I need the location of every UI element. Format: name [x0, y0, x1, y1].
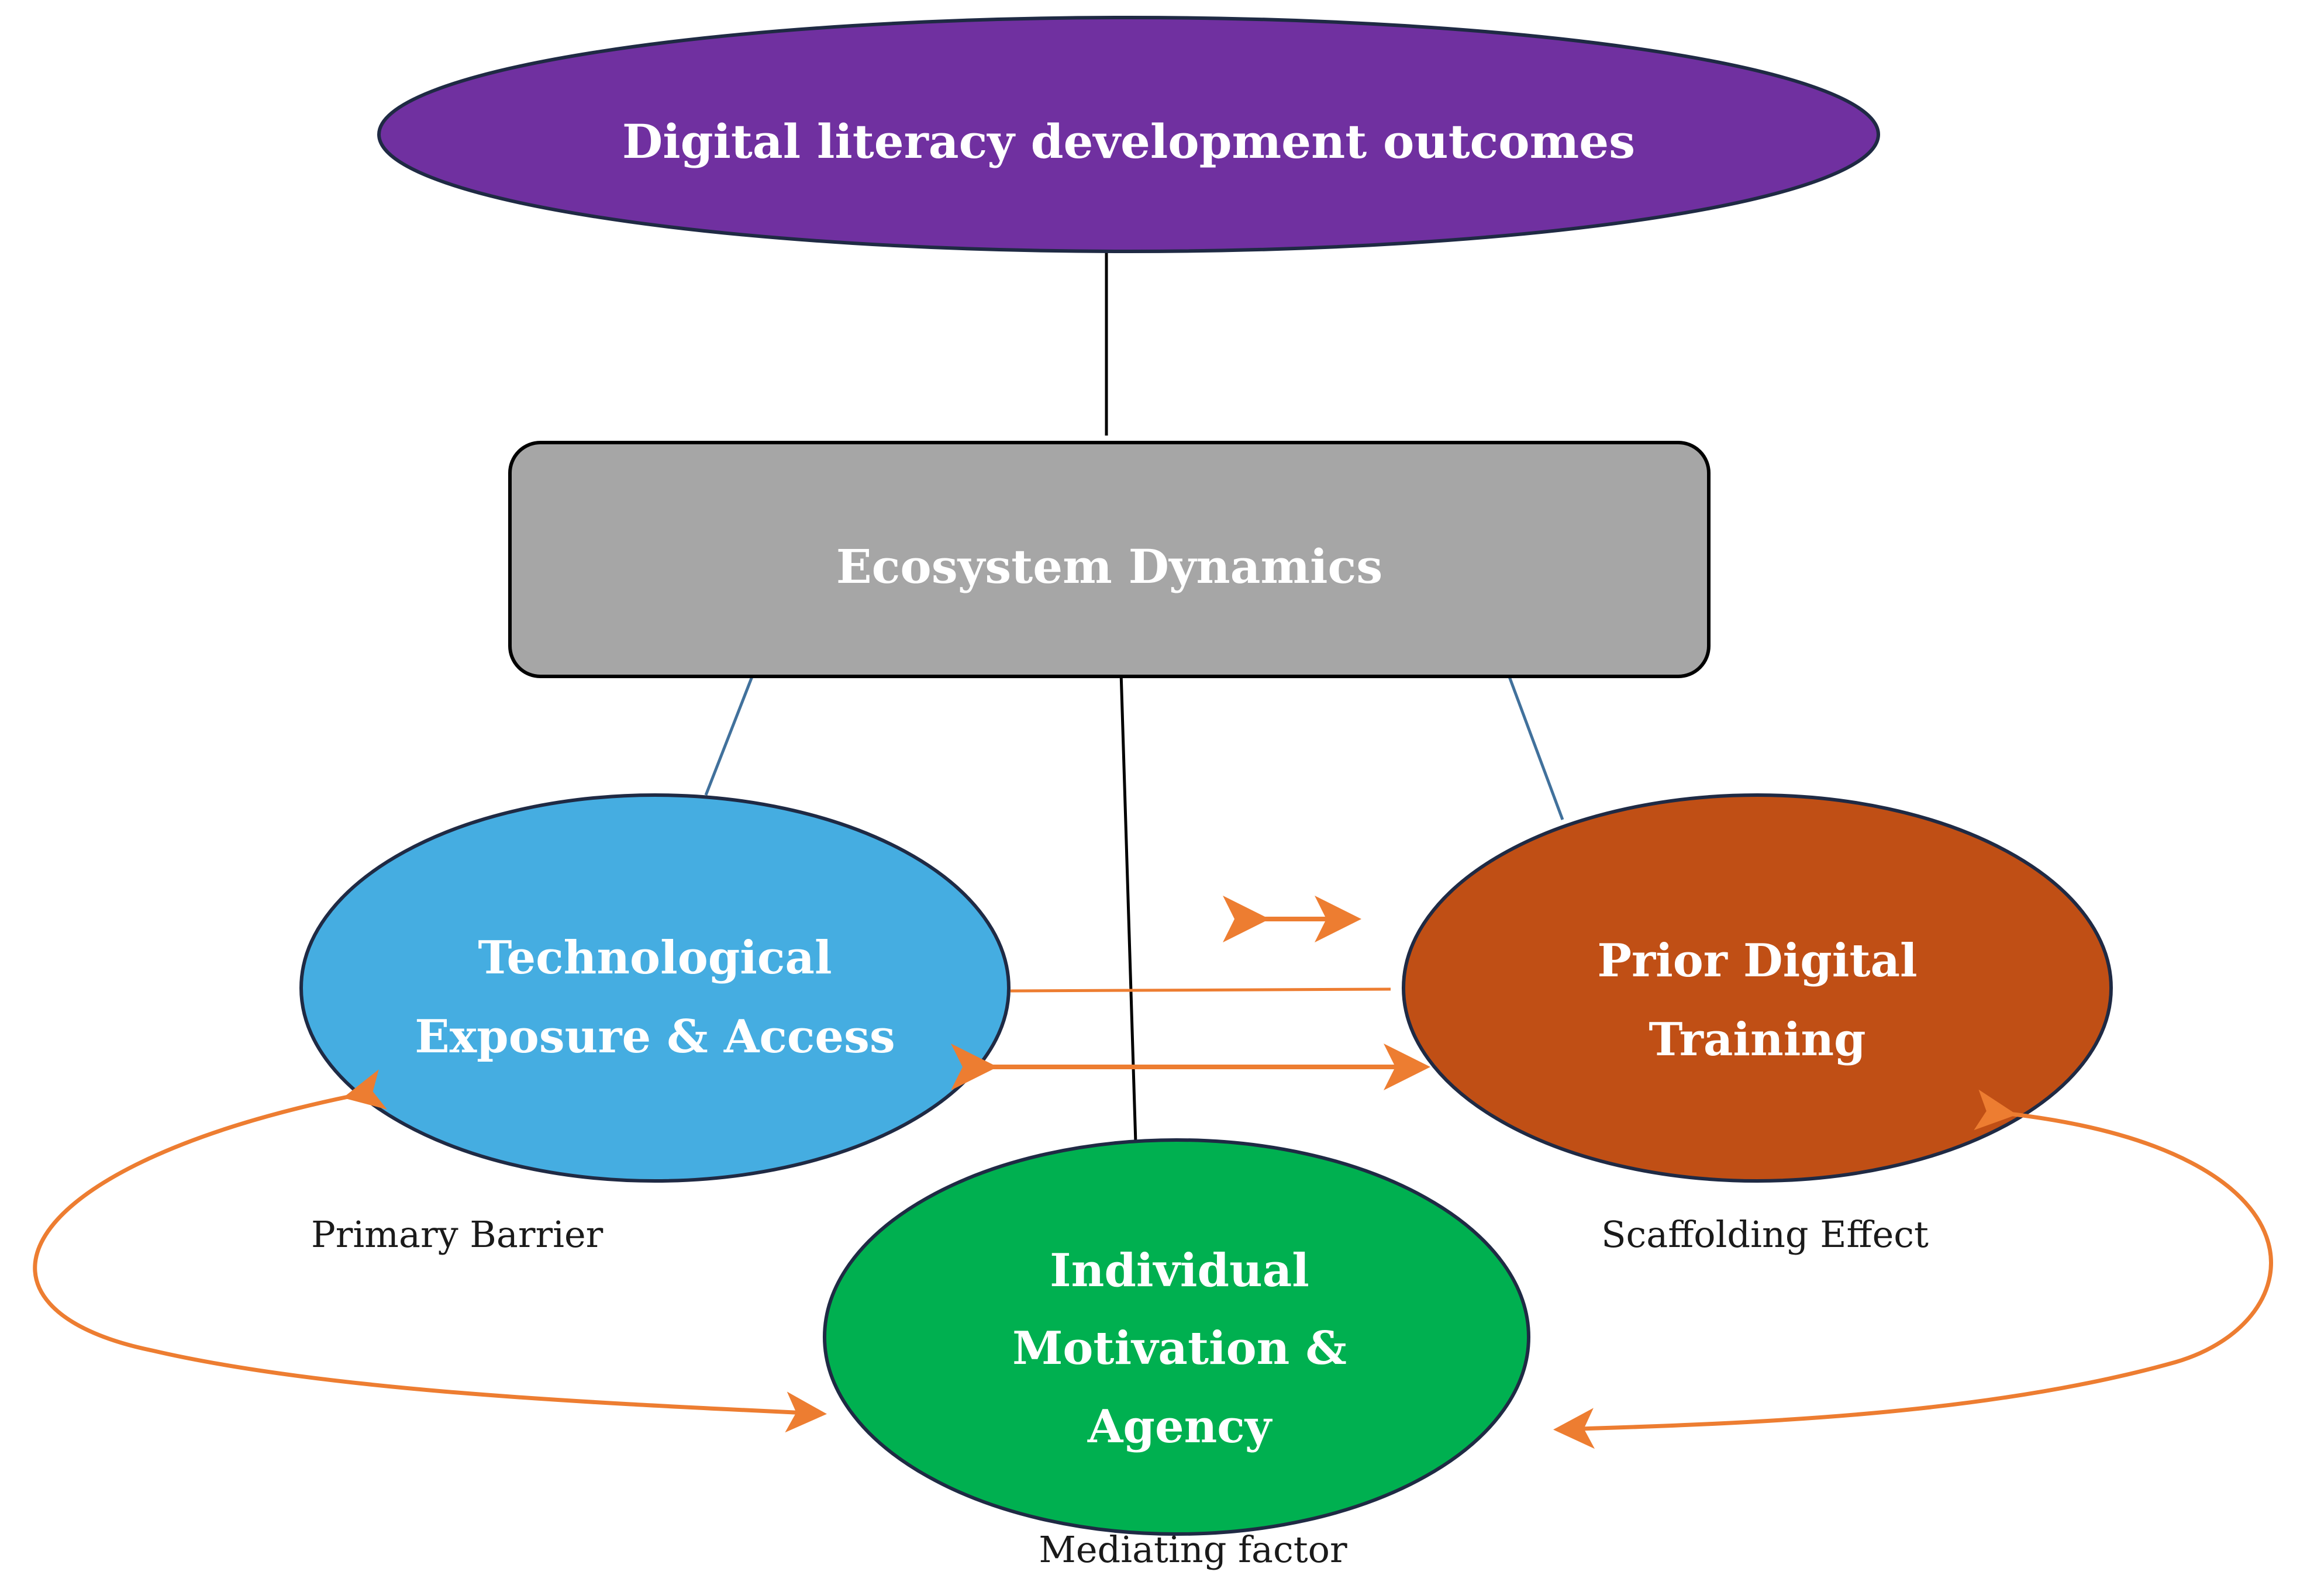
outcomes-node: Digital literacy development outcomes: [377, 16, 1880, 253]
curved-arrow-technological-individual: [33, 1069, 827, 1433]
technological-title-line1: Technological: [478, 931, 832, 984]
caption-scaffolding-effect: Scaffolding Effect: [1601, 1213, 1929, 1256]
connector-technological-prior-training: [1010, 987, 1391, 993]
individual-title-line1: Individual: [1050, 1244, 1309, 1297]
caption-primary-barrier: Primary Barrier: [311, 1213, 604, 1256]
technological-title-line2: Exposure & Access: [415, 1010, 895, 1063]
connector-ecosystem-prior-training: [1507, 675, 1564, 820]
technological-ellipse: [299, 793, 1011, 1183]
connector-ecosystem-technological: [704, 675, 754, 796]
ecosystem-node: Ecosystem Dynamics: [508, 441, 1711, 678]
individual-title-line3: Agency: [1087, 1400, 1273, 1453]
ecosystem-box: [508, 441, 1711, 678]
curved-arrow-prior-training-individual: [1553, 1089, 2273, 1449]
outcomes-ellipse: [377, 16, 1880, 253]
caption-mediating-factor: Mediating factor: [1039, 1528, 1347, 1571]
prior-training-title-line1: Prior Digital: [1597, 934, 1917, 987]
individual-title-line2: Motivation &: [1012, 1322, 1347, 1375]
individual-node: Individual Motivation & Agency: [823, 1138, 1530, 1536]
outcomes-title: Digital literacy development outcomes: [622, 114, 1635, 169]
connector-ecosystem-individual: [1119, 672, 1137, 1144]
prior-training-title-line2: Training: [1649, 1013, 1865, 1066]
prior-training-node: Prior Digital Training: [1402, 793, 2113, 1183]
ecosystem-title: Ecosystem Dynamics: [836, 539, 1383, 594]
technological-node: Technological Exposure & Access: [299, 793, 1011, 1183]
prior-training-ellipse: [1402, 793, 2113, 1183]
